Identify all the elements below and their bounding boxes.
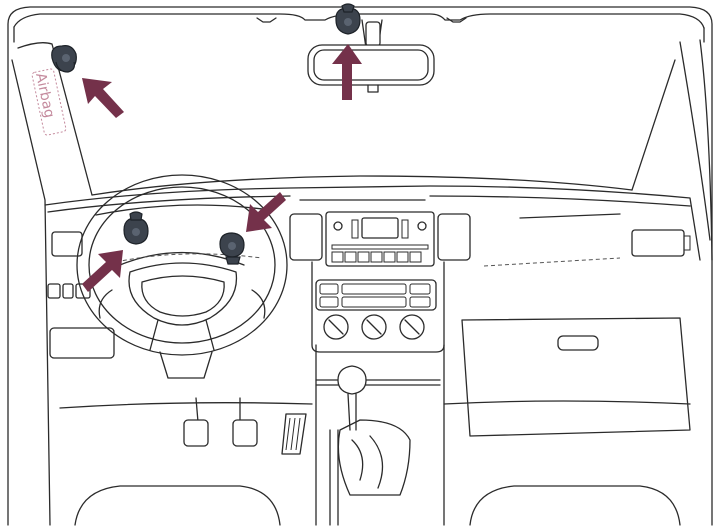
camera-icon bbox=[220, 233, 244, 264]
center-console bbox=[312, 262, 444, 525]
camera-icon bbox=[52, 46, 77, 72]
camera-icon bbox=[124, 212, 148, 244]
pedals bbox=[184, 398, 306, 454]
arrow-icon bbox=[82, 250, 123, 292]
rearview-mirror bbox=[308, 20, 434, 92]
camera-icon bbox=[336, 4, 360, 34]
arrow-icon bbox=[82, 78, 124, 118]
